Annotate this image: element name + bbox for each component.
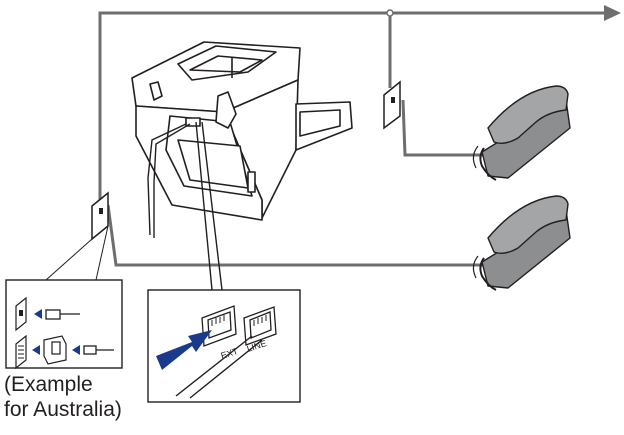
socket-detail-box: [5, 279, 123, 370]
arrow-icon: [72, 345, 80, 355]
phone-line: [98, 11, 608, 267]
arrow-icon: [34, 309, 42, 319]
example-caption: (Example for Australia): [4, 372, 174, 422]
caption-line-1: (Example: [4, 373, 93, 396]
line-junction: [386, 9, 394, 17]
port-detail-box: EXT LINE: [147, 289, 301, 403]
caption-line-2: for Australia): [4, 398, 122, 421]
plug-icon: [45, 309, 80, 320]
machine-cable: [147, 121, 223, 291]
plug-icon: [83, 345, 114, 355]
line-cable: [175, 335, 263, 399]
wall-socket-icon: [91, 191, 109, 241]
adapter-icon: [43, 335, 67, 365]
ext-port: [201, 305, 237, 347]
telephone-handset-icon: [472, 195, 571, 291]
insert-arrow-icon: [156, 330, 212, 370]
arrow-icon: [32, 345, 40, 355]
wall-socket-icon: [15, 334, 27, 370]
line-arrow-icon: [604, 5, 621, 21]
callout-lines: [45, 225, 109, 281]
fax-machine-icon: [131, 41, 353, 221]
telephone-handset-icon: [472, 85, 571, 181]
line-port: [243, 306, 277, 346]
wall-socket-icon: [383, 80, 401, 130]
